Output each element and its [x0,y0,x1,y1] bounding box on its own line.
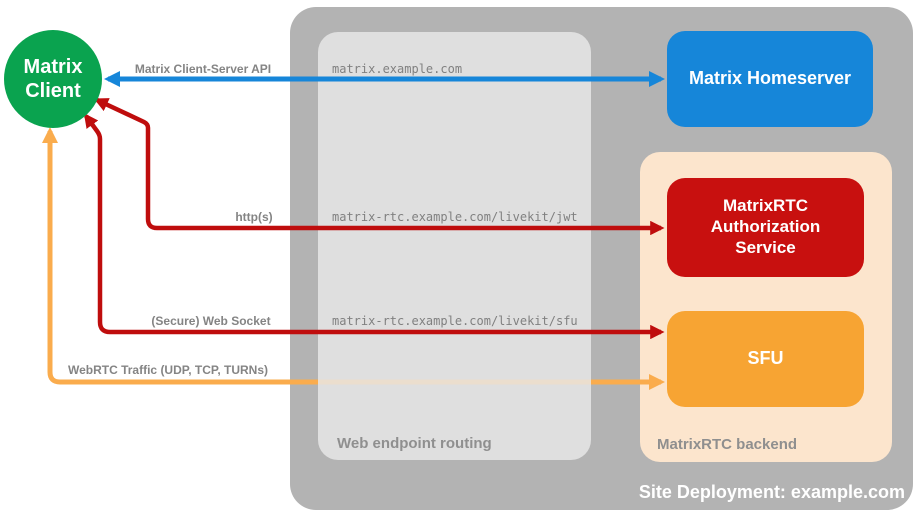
matrix-client-label: Matrix Client [23,55,83,102]
auth-service-node: MatrixRTC Authorization Service [667,178,864,277]
matrix-client-node: Matrix Client [4,30,102,128]
websocket-edge-label: (Secure) Web Socket [151,314,271,328]
sfu-node: SFU [667,311,864,407]
endpoint-livekit-sfu-label: matrix-rtc.example.com/livekit/sfu [332,314,578,328]
site-deployment-title: Site Deployment: example.com [638,482,905,502]
web-endpoint-routing-box [318,32,591,460]
web-endpoint-routing-label: Web endpoint routing [337,435,492,452]
sfu-label: SFU [747,348,784,369]
matrixrtc-backend-label: MatrixRTC backend [657,436,798,453]
matrix-homeserver-node: Matrix Homeserver [667,31,873,127]
auth-service-label: MatrixRTC Authorization Service [710,196,821,257]
https-edge-label: http(s) [235,210,273,224]
endpoint-matrix-label: matrix.example.com [332,62,463,76]
matrix-homeserver-label: Matrix Homeserver [688,68,852,89]
cs-api-edge-label: Matrix Client-Server API [134,62,272,76]
endpoint-livekit-jwt-label: matrix-rtc.example.com/livekit/jwt [332,210,578,224]
webrtc-edge-label: WebRTC Traffic (UDP, TCP, TURNs) [67,363,269,377]
